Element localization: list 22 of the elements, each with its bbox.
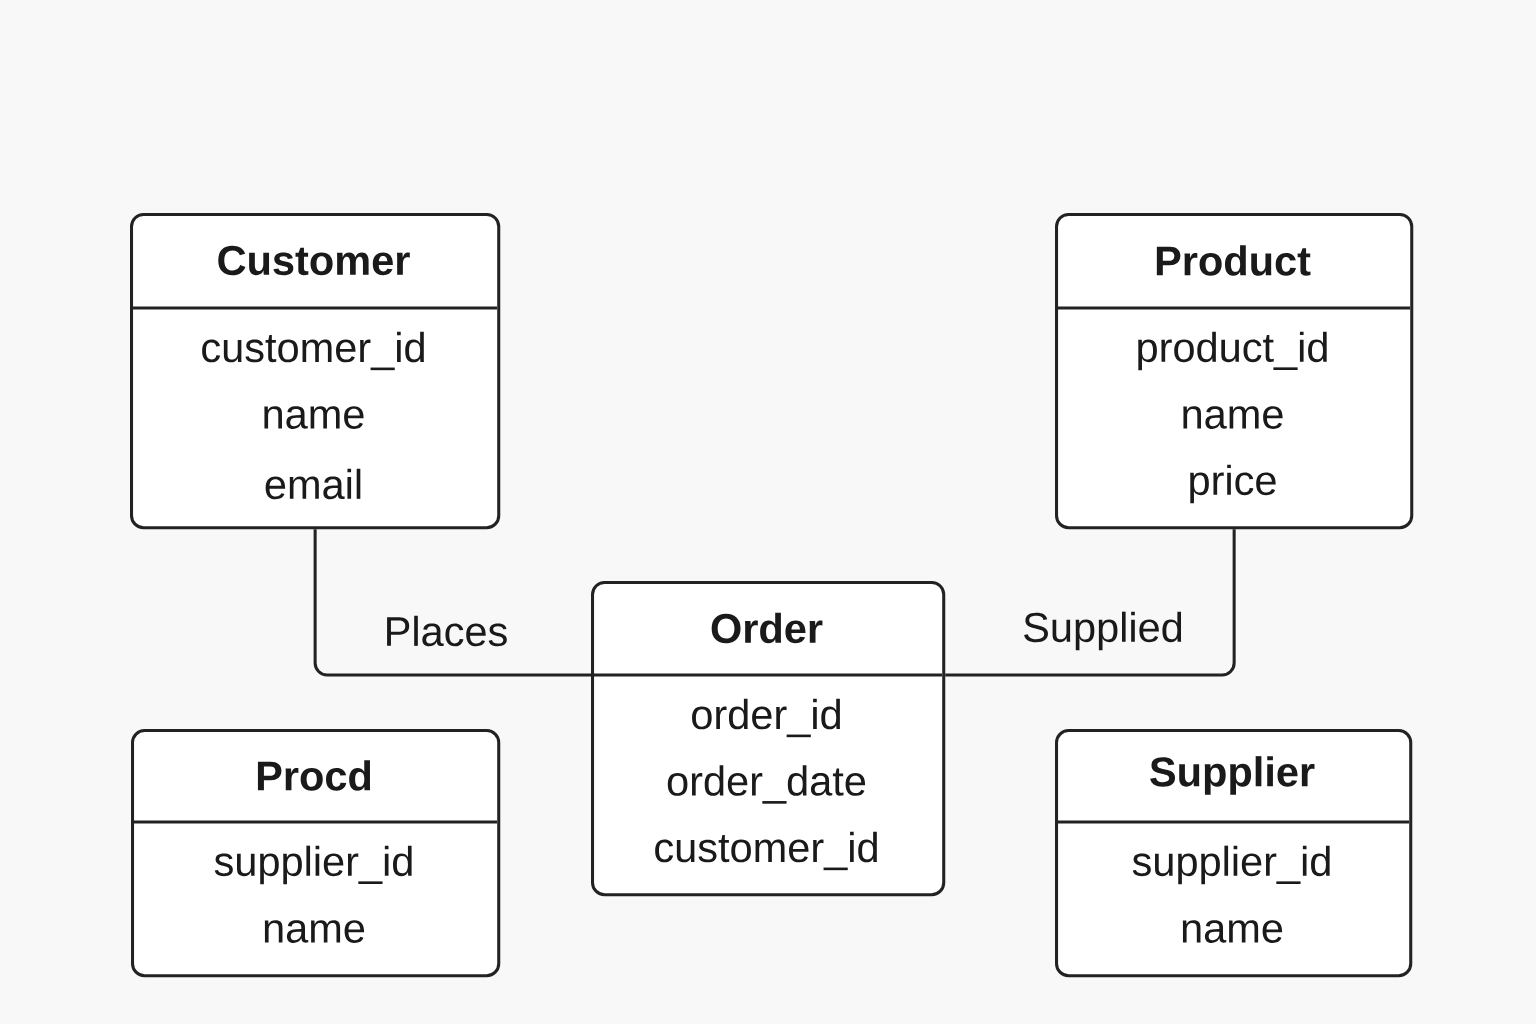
attribute: name <box>1182 920 1283 943</box>
entity-title: Procd <box>257 760 371 791</box>
entity-title: Product <box>1156 245 1311 276</box>
attribute: customer_id <box>655 831 877 871</box>
entity-title: Supplier <box>1150 756 1315 795</box>
attribute: name <box>264 920 365 943</box>
attribute: price <box>1190 464 1276 504</box>
attribute: order_id <box>692 698 840 738</box>
entity-title: Order <box>711 612 823 644</box>
connector-line <box>945 529 1236 677</box>
attribute: email <box>265 468 361 500</box>
attribute: name <box>264 406 364 429</box>
edge-label: Places <box>380 613 512 650</box>
attribute: customer_id <box>202 331 424 371</box>
entity-title: Customer <box>218 245 410 276</box>
attribute: product_id <box>1138 331 1327 371</box>
attribute: order_date <box>667 765 866 804</box>
attribute: name <box>1183 406 1283 429</box>
attribute: supplier_id <box>214 845 412 885</box>
edge-label: Supplied <box>1019 608 1187 654</box>
attribute: supplier_id <box>1132 845 1330 885</box>
connector-line <box>313 529 591 677</box>
